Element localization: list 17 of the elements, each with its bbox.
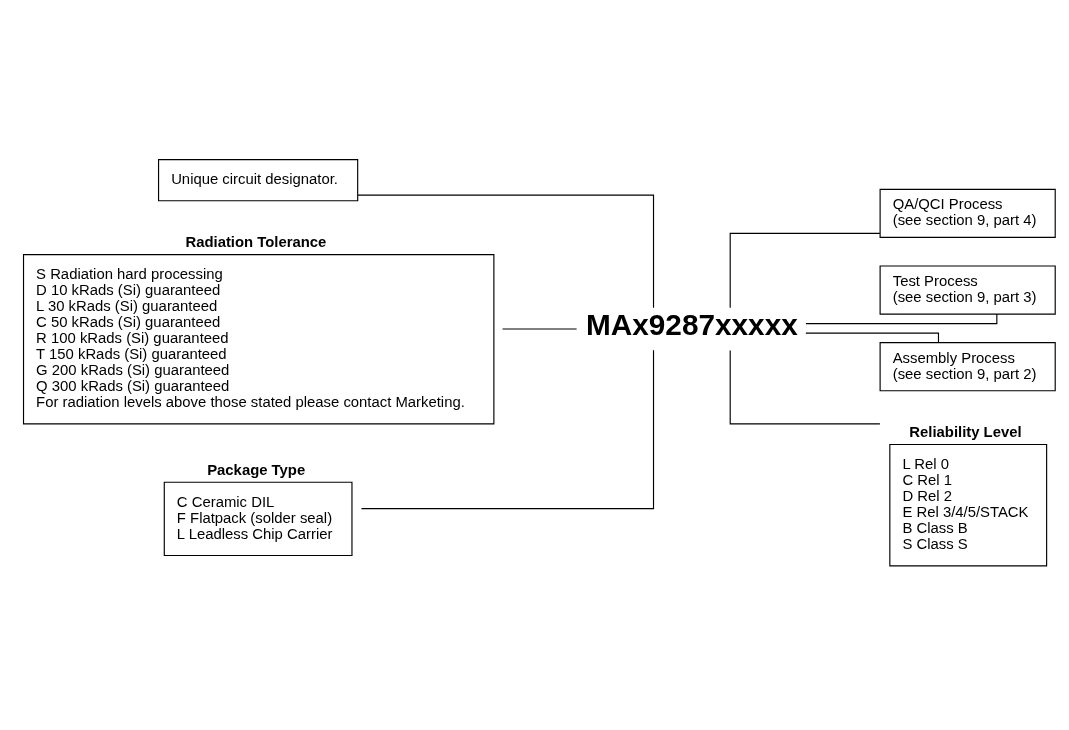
connector — [360, 349, 655, 510]
node-text: MAx9287xxxxx — [586, 308, 798, 342]
node-label: Package Type — [207, 461, 306, 478]
connector — [805, 313, 998, 325]
node-box: L Rel 0 C Rel 1 D Rel 2 E Rel 3/4/5/STACK B Class B S Class S — [889, 443, 1048, 567]
node-box: Assembly Process (see section 9, part 2) — [879, 342, 1056, 392]
connector — [805, 332, 940, 344]
node-box: Test Process (see section 9, part 3) — [879, 265, 1056, 315]
connector — [729, 349, 881, 425]
node-box: S Radiation hard processing D 10 kRads (Si) guaranteed L 30 kRads (Si) guaranteed C 50 kRads (Si) guaranteed R 100 kRads (Si) guaranteed T 150 kRads (Si) guaranteed G 200 kRads (Si) guaranteed Q 300 kRads (Si) guaranteed For radiation levels above those stated please contact Marketing. — [22, 254, 495, 425]
node-box: QA/QCI Process (see section 9, part 4) — [879, 188, 1056, 238]
node-label: Reliability Level — [909, 423, 1022, 440]
connector — [729, 232, 881, 309]
node-label: Radiation Tolerance — [185, 234, 327, 251]
connector — [357, 194, 655, 309]
node-box: C Ceramic DIL F Flatpack (solder seal) L Leadless Chip Carrier — [163, 481, 353, 557]
node-box: Unique circuit designator. — [158, 159, 359, 202]
